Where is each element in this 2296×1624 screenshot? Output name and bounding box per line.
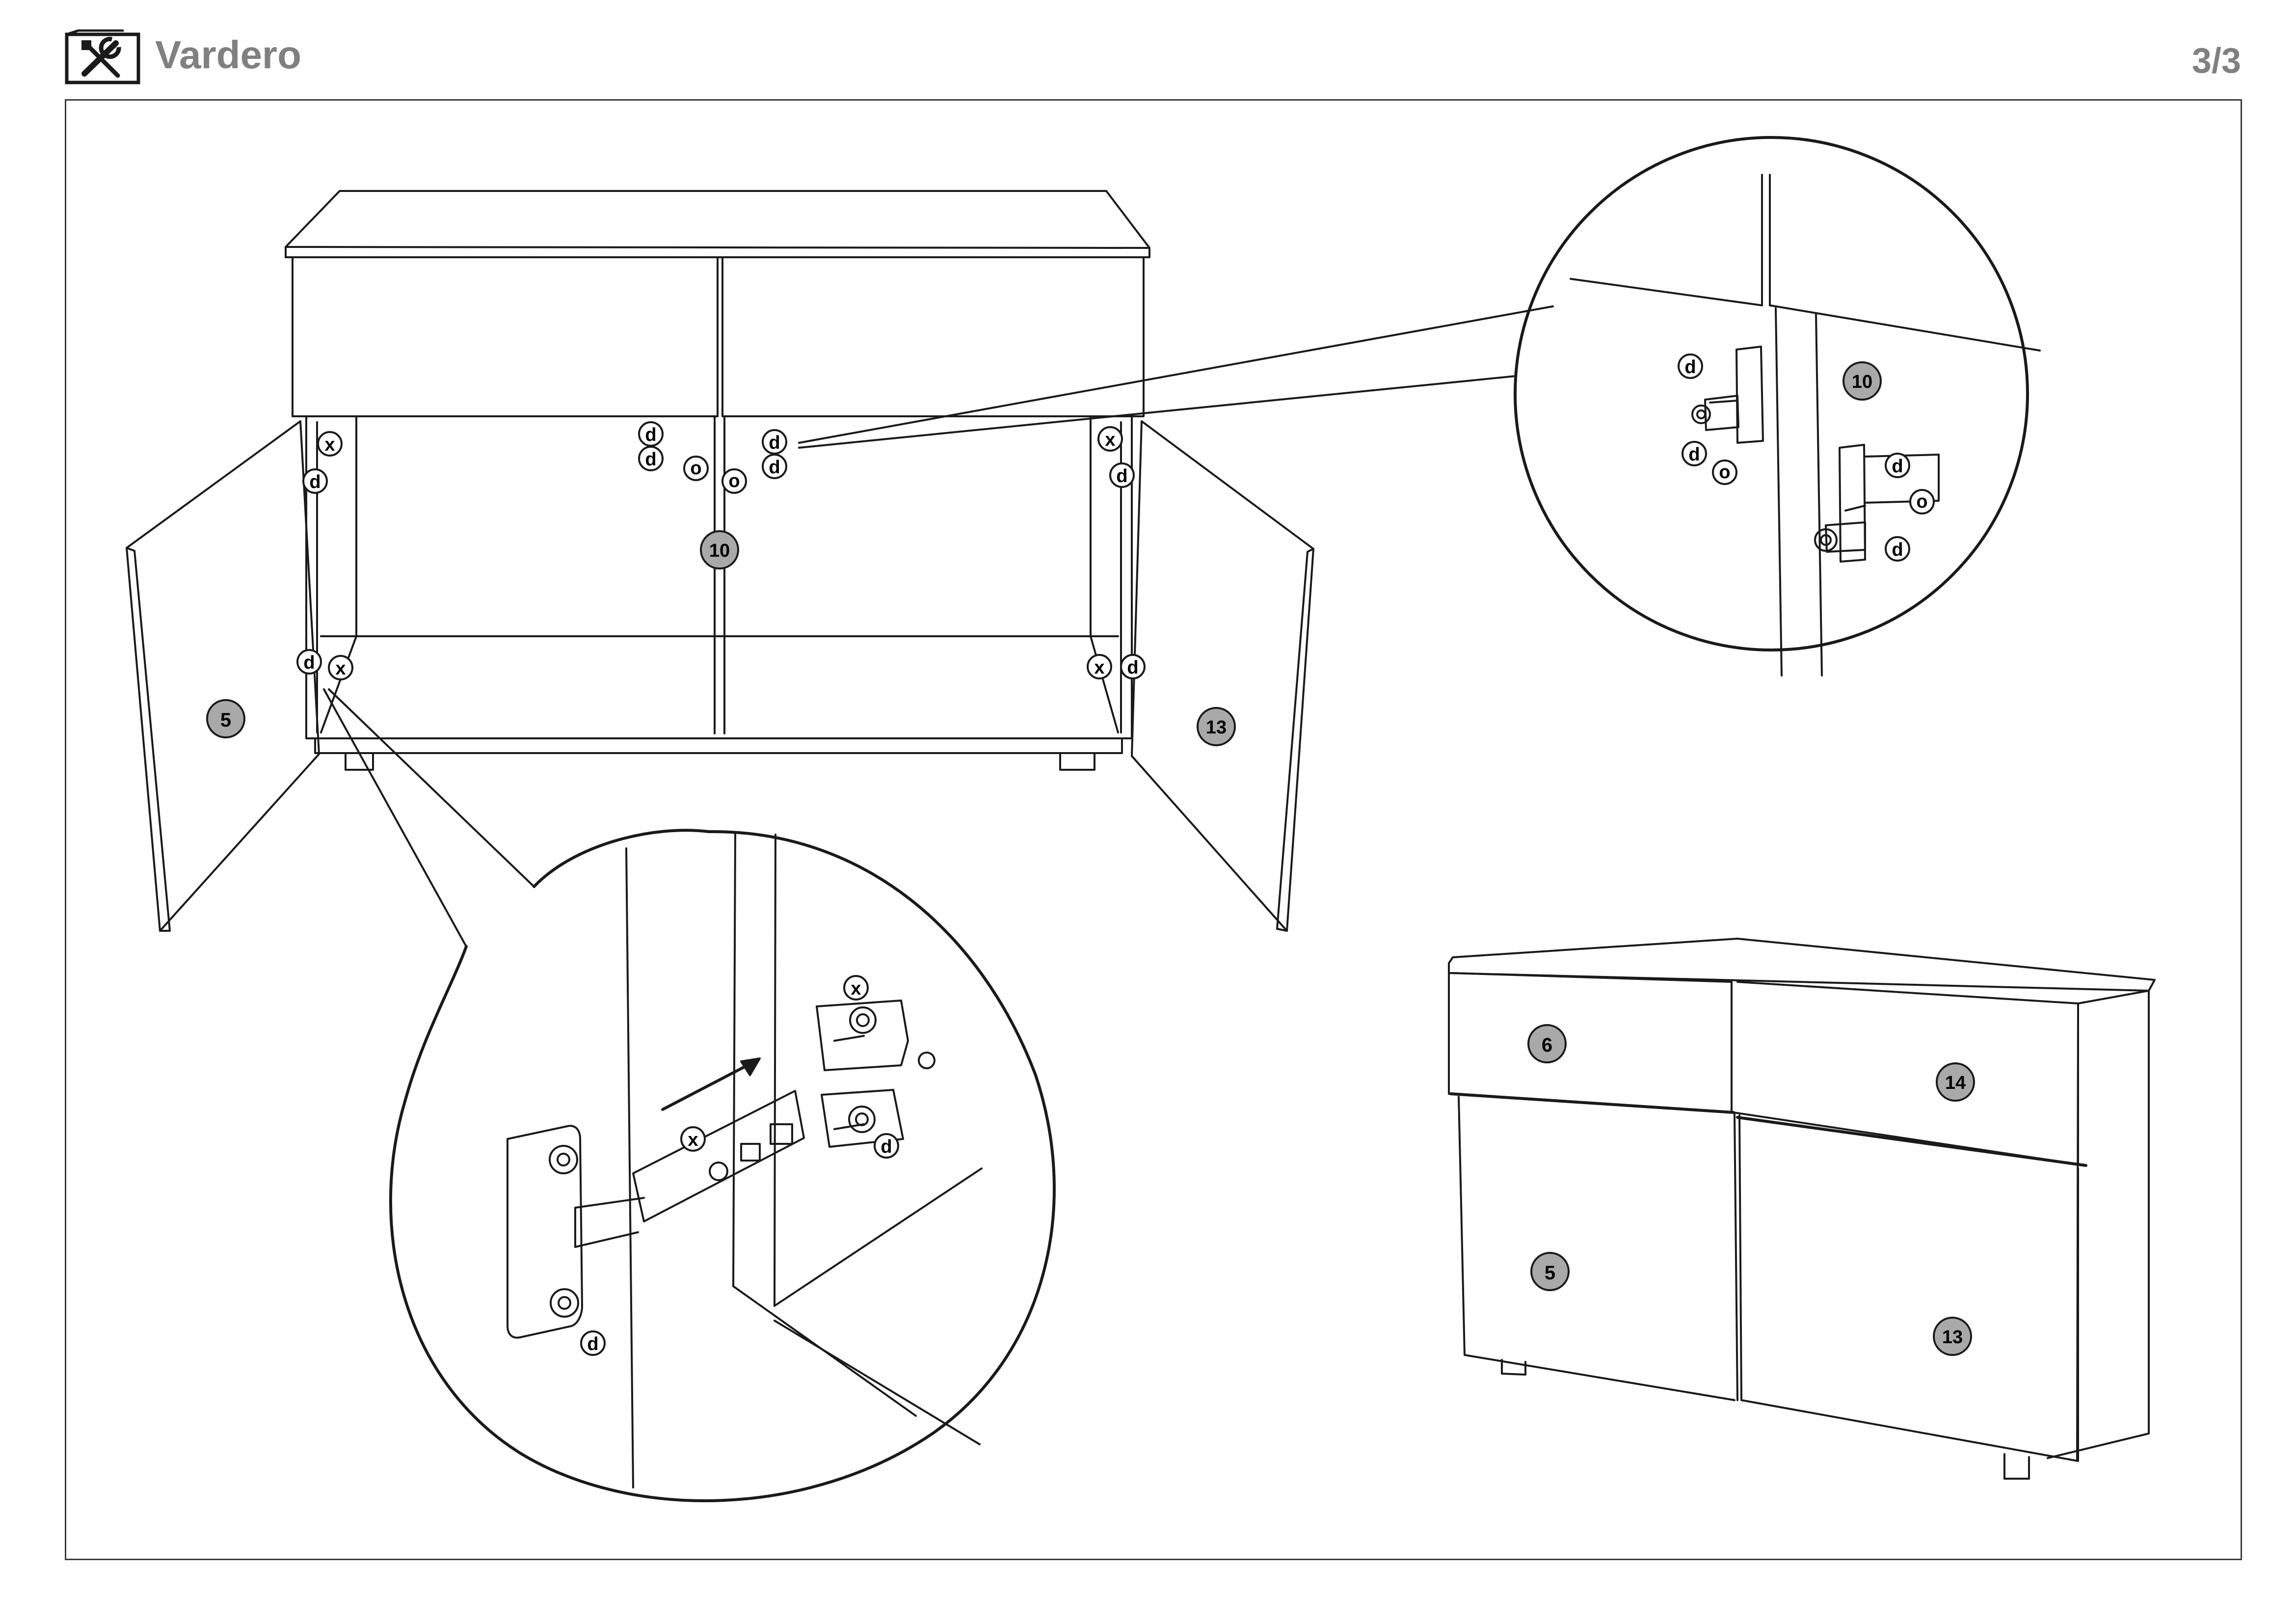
part-badge-catch-detail: 10 <box>1842 361 1882 401</box>
part-badge-catch: 10 <box>700 530 739 569</box>
svg-text:14: 14 <box>1945 1073 1966 1093</box>
svg-text:x: x <box>1094 657 1104 678</box>
assembled-cabinet <box>1448 938 2156 1480</box>
svg-text:o: o <box>690 458 701 479</box>
marker-d: d <box>762 429 787 455</box>
svg-text:13: 13 <box>1942 1327 1963 1348</box>
callout-leader-catch <box>798 305 1554 449</box>
part-badges: 5 13 10 10 6 14 5 13 <box>206 361 1975 1356</box>
marker-d: d <box>1885 453 1910 478</box>
svg-text:d: d <box>645 449 656 470</box>
part-badge-door-left-assembled: 5 <box>1530 1252 1570 1291</box>
fastener-markers: x d d x d d o d d o x d x d d d o d o d … <box>296 353 1935 1356</box>
svg-text:d: d <box>769 433 780 453</box>
part-badge-door-right-assembled: 13 <box>1933 1317 1972 1356</box>
svg-text:x: x <box>851 978 861 999</box>
svg-text:d: d <box>303 652 315 673</box>
marker-o: o <box>683 456 709 481</box>
instruction-frame <box>65 99 2242 1560</box>
detail-circle-catch <box>1514 136 2041 677</box>
svg-text:d: d <box>1116 466 1127 487</box>
svg-text:d: d <box>309 472 320 492</box>
brand-name: Vardero <box>155 33 301 77</box>
svg-text:d: d <box>645 425 656 445</box>
tools-icon <box>65 29 140 84</box>
svg-text:x: x <box>1105 430 1115 450</box>
svg-text:o: o <box>728 471 740 491</box>
marker-o: o <box>721 468 747 494</box>
svg-text:o: o <box>1719 462 1730 483</box>
svg-text:o: o <box>1916 491 1927 512</box>
marker-d: d <box>1885 536 1910 562</box>
marker-o: o <box>1909 489 1935 514</box>
marker-x: x <box>843 975 869 1001</box>
svg-text:d: d <box>1892 540 1903 560</box>
detail-circle-hinge <box>389 829 1056 1502</box>
svg-text:13: 13 <box>1206 717 1227 738</box>
marker-d: d <box>296 649 322 675</box>
svg-text:10: 10 <box>1852 372 1872 392</box>
svg-text:x: x <box>335 658 346 679</box>
svg-text:5: 5 <box>220 709 231 731</box>
svg-text:x: x <box>324 434 335 455</box>
callout-leader-hinge <box>323 688 535 947</box>
marker-o: o <box>1712 460 1737 485</box>
svg-text:5: 5 <box>1545 1262 1555 1284</box>
marker-x: x <box>1097 426 1123 452</box>
marker-d: d <box>874 1133 899 1159</box>
svg-text:6: 6 <box>1542 1034 1552 1056</box>
marker-d: d <box>1109 462 1135 488</box>
svg-text:d: d <box>1892 456 1903 477</box>
part-badge-drawer-right: 14 <box>1936 1062 1975 1102</box>
open-cabinet <box>126 190 1314 932</box>
svg-text:d: d <box>881 1137 892 1157</box>
svg-text:10: 10 <box>709 541 730 561</box>
svg-text:d: d <box>1688 444 1700 465</box>
svg-text:x: x <box>688 1130 698 1150</box>
part-badge-drawer-left: 6 <box>1527 1024 1567 1063</box>
svg-text:d: d <box>587 1334 598 1354</box>
part-badge-door-left: 5 <box>206 699 245 738</box>
marker-d: d <box>580 1330 606 1356</box>
marker-x: x <box>680 1126 706 1152</box>
marker-d: d <box>638 446 664 471</box>
marker-x: x <box>1087 654 1112 679</box>
marker-d: d <box>1120 654 1146 679</box>
marker-d: d <box>1678 353 1703 379</box>
marker-d: d <box>638 421 664 447</box>
marker-d: d <box>302 468 328 494</box>
svg-text:d: d <box>1127 657 1138 678</box>
marker-x: x <box>328 655 353 680</box>
marker-x: x <box>317 431 343 457</box>
page-header: Vardero 3/3 <box>0 0 2296 98</box>
svg-text:d: d <box>769 457 780 478</box>
marker-d: d <box>762 454 787 479</box>
part-badge-door-right: 13 <box>1197 707 1236 746</box>
svg-text:d: d <box>1684 357 1696 378</box>
marker-d: d <box>1682 441 1707 466</box>
page-number: 3/3 <box>2191 41 2241 81</box>
